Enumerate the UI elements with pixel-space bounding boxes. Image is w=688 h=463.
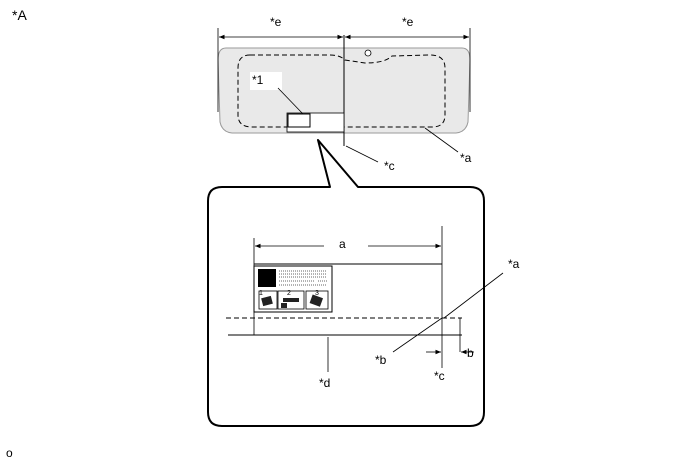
panel-3-press-icon — [309, 294, 324, 307]
view-label: *A — [12, 7, 27, 23]
sticker-graphic: 1 2 3 — [253, 265, 333, 313]
sticker-black-square — [258, 269, 276, 287]
windshield-top-view: *e *e *1 *c *a — [217, 15, 472, 173]
panel-2-hand-icon — [281, 303, 287, 308]
label-e-right: *e — [402, 15, 414, 29]
callout-a-detail-leader — [443, 272, 504, 319]
label-e-left: *e — [270, 15, 282, 29]
item-label-box — [250, 72, 282, 90]
panel-1-hand-icon — [261, 295, 273, 307]
callout-c-detail: *c — [434, 369, 445, 383]
callout-b: *b — [375, 353, 387, 367]
sticker-number-3: 3 — [315, 290, 319, 297]
sticker-outline — [287, 113, 311, 128]
sticker-number-2: 2 — [287, 290, 291, 297]
ceramic-border-line — [237, 54, 446, 128]
corner-label: o — [6, 446, 13, 460]
callout-c-top: *c — [384, 159, 395, 173]
panel-2-peel-icon — [283, 298, 299, 302]
callout-d: *d — [319, 376, 330, 390]
callout-a-top: *a — [460, 151, 472, 165]
callout-a-leader — [424, 127, 459, 153]
callout-c-leader — [345, 145, 379, 163]
label-a: a — [339, 237, 346, 251]
label-b: b — [467, 346, 474, 360]
detail-view: a 1 2 3 — [226, 226, 520, 390]
sticker-number-1: 1 — [259, 290, 263, 297]
item-leader-line — [277, 87, 304, 115]
detail-bubble — [207, 139, 485, 427]
callout-b-leader — [392, 317, 443, 353]
callout-a-detail: *a — [508, 257, 520, 271]
sensor-mount-circle — [364, 49, 372, 57]
item-label: *1 — [252, 73, 264, 87]
sticker-text-lines — [279, 270, 327, 286]
